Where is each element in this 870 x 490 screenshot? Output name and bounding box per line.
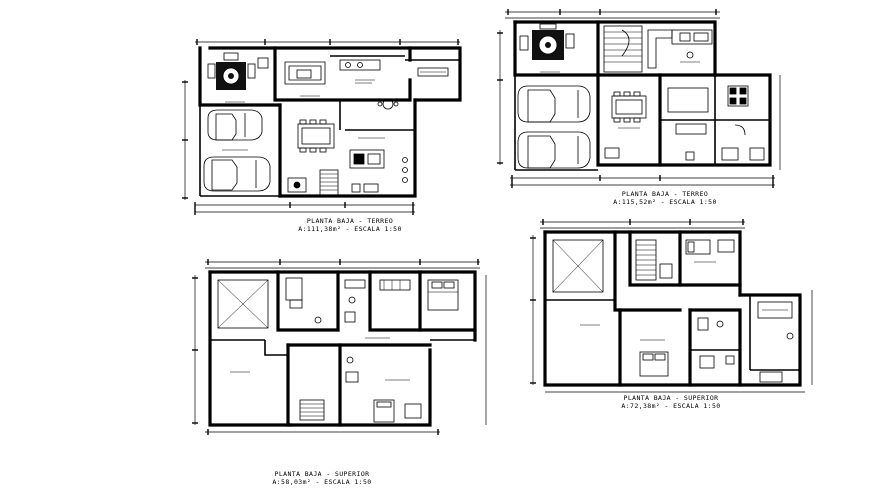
- plan-subtitle: A:58,03m² - ESCALA 1:50: [272, 478, 372, 486]
- void-shaft: [552, 239, 604, 293]
- bed-icon: [685, 239, 711, 255]
- plan-title: PLANTA BAJA - TERREO: [306, 217, 394, 225]
- car-icon: [203, 156, 271, 192]
- plan-upper-floor-1: [192, 259, 487, 435]
- plan-subtitle: A:111,38m² - ESCALA 1:50: [298, 225, 402, 233]
- plan-caption: PLANTA BAJA - SUPERIOR A:58,03m² - ESCAL…: [263, 470, 381, 486]
- car-icon: [517, 85, 591, 123]
- bed-icon: [427, 279, 459, 311]
- plan-subtitle: A:72,38m² - ESCALA 1:50: [621, 402, 721, 410]
- plan-ground-floor-1: [182, 39, 462, 215]
- car-icon: [207, 109, 263, 141]
- plan-title: PLANTA BAJA - TERREO: [621, 190, 709, 198]
- plan-title: PLANTA BAJA - SUPERIOR: [274, 470, 370, 478]
- plan-subtitle: A:115,52m² - ESCALA 1:50: [613, 198, 717, 206]
- bed-icon: [373, 399, 395, 423]
- plan-caption: PLANTA BAJA - TERREO A:115,52m² - ESCALA…: [610, 190, 720, 206]
- car-icon: [517, 131, 591, 169]
- staircase: [319, 169, 339, 197]
- void-shaft: [217, 279, 269, 329]
- plan-caption: PLANTA BAJA - SUPERIOR A:72,38m² - ESCAL…: [612, 394, 730, 410]
- plan-title: PLANTA BAJA - SUPERIOR: [623, 394, 719, 402]
- plan-upper-floor-2: [530, 219, 813, 393]
- plan-ground-floor-2: [497, 9, 781, 188]
- staircase: [635, 239, 657, 281]
- staircase: [603, 25, 643, 73]
- plan-caption: PLANTA BAJA - TERREO A:111,38m² - ESCALA…: [295, 217, 405, 233]
- bed-icon: [639, 351, 669, 377]
